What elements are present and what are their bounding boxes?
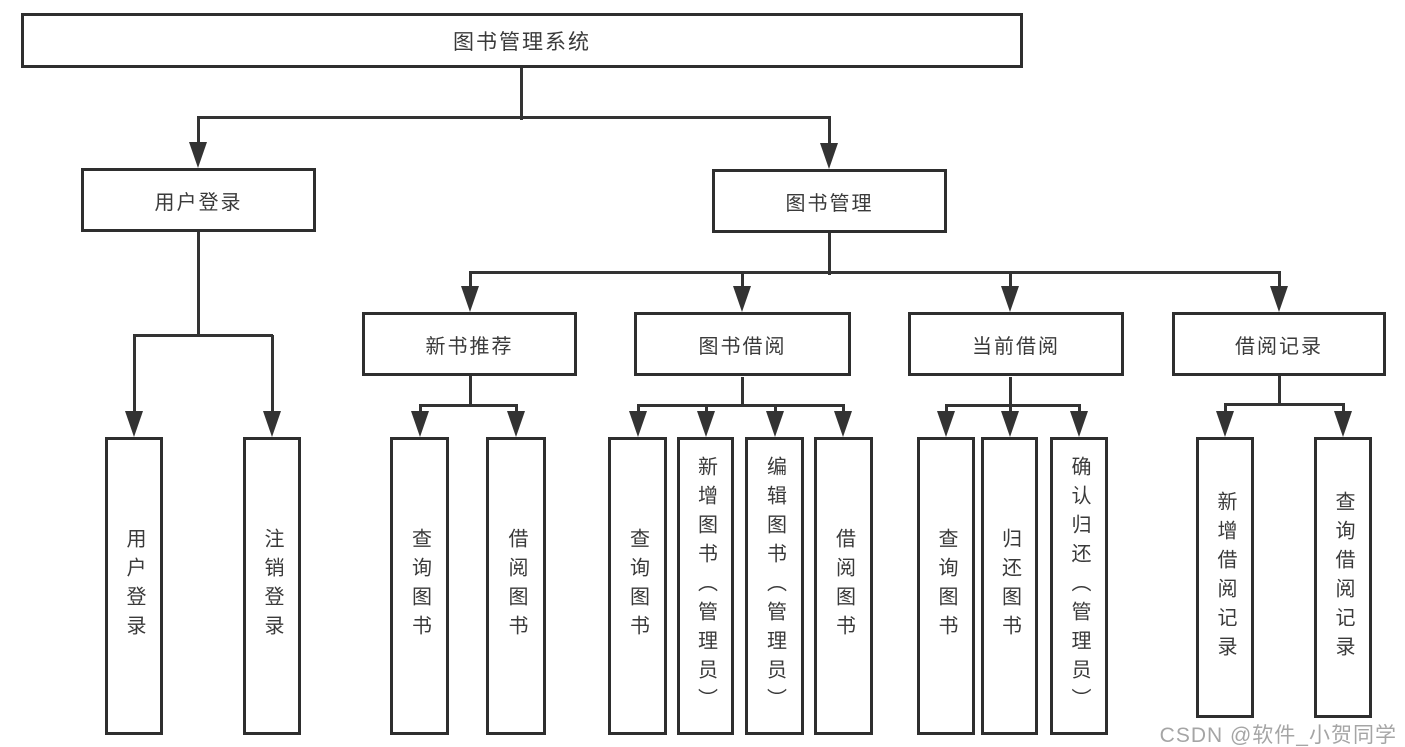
leaf-label: 新增图书（管理员） (694, 455, 717, 717)
connector-line (468, 376, 472, 407)
node-new-book-recommend: 新书推荐 (362, 312, 577, 376)
arrow-down-icon (1001, 286, 1019, 312)
leaf-query-books-2: 查询图书 (608, 437, 667, 735)
node-label: 图书管理 (785, 192, 874, 215)
arrow-down-icon (507, 411, 525, 437)
connector-line (773, 405, 777, 415)
leaf-label: 查询图书 (626, 528, 649, 644)
arrow-down-icon (834, 411, 852, 437)
leaf-logout: 注销登录 (243, 437, 301, 735)
connector-line (740, 377, 744, 407)
connector-line (1008, 405, 1012, 415)
leaf-query-borrow-record: 查询借阅记录 (1314, 437, 1372, 718)
connector-line (944, 405, 948, 415)
node-user-login: 用户登录 (81, 168, 316, 232)
connector-line (469, 270, 1281, 274)
node-label: 图书管理系统 (453, 30, 591, 54)
arrow-down-icon (1001, 411, 1019, 437)
arrow-down-icon (937, 411, 955, 437)
node-book-borrow: 图书借阅 (634, 312, 851, 376)
leaf-label: 查询图书 (935, 528, 957, 644)
leaf-label: 归还图书 (998, 528, 1021, 644)
connector-line (514, 405, 518, 415)
leaf-label: 用户登录 (123, 528, 145, 644)
connector-line (196, 232, 200, 337)
leaf-label: 查询借阅记录 (1332, 490, 1354, 665)
connector-line (519, 68, 523, 120)
leaf-query-books-3: 查询图书 (917, 437, 975, 735)
connector-line (637, 403, 845, 407)
leaf-borrow-books-1: 借阅图书 (486, 437, 546, 735)
arrow-down-icon (125, 411, 143, 437)
node-label: 当前借阅 (972, 335, 1060, 358)
connector-line (418, 405, 422, 415)
arrow-down-icon (189, 142, 207, 168)
connector-line (704, 405, 708, 415)
leaf-label: 新增借阅记录 (1214, 490, 1236, 665)
node-label: 用户登录 (154, 191, 243, 214)
leaf-add-borrow-record: 新增借阅记录 (1196, 437, 1254, 718)
leaf-label: 编辑图书（管理员） (763, 455, 786, 717)
connector-line (827, 117, 831, 147)
arrow-down-icon (697, 411, 715, 437)
node-label: 借阅记录 (1235, 335, 1323, 358)
connector-line (1224, 402, 1345, 406)
arrow-down-icon (1270, 286, 1288, 312)
arrow-down-icon (461, 286, 479, 312)
leaf-label: 注销登录 (261, 528, 283, 644)
connector-line (740, 272, 744, 290)
connector-line (133, 333, 273, 337)
node-label: 图书借阅 (698, 335, 787, 358)
leaf-edit-book-admin: 编辑图书（管理员） (745, 437, 804, 735)
leaf-confirm-return-admin: 确认归还（管理员） (1050, 437, 1108, 735)
node-library-system: 图书管理系统 (21, 13, 1023, 68)
connector-line (1277, 272, 1281, 290)
connector-line (1008, 272, 1012, 290)
connector-line (1277, 376, 1281, 406)
connector-line (827, 233, 831, 275)
arrow-down-icon (263, 411, 281, 437)
connector-line (197, 115, 831, 119)
node-label: 新书推荐 (425, 335, 514, 358)
connector-line (419, 403, 518, 407)
leaf-add-book-admin: 新增图书（管理员） (677, 437, 734, 735)
connector-line (945, 403, 1081, 407)
connector-line (636, 405, 640, 415)
connector-line (1341, 404, 1345, 415)
arrow-down-icon (1334, 411, 1352, 437)
connector-line (196, 117, 200, 146)
node-borrow-records: 借阅记录 (1172, 312, 1386, 376)
arrow-down-icon (820, 143, 838, 169)
arrow-down-icon (1070, 411, 1088, 437)
connector-line (270, 335, 274, 415)
leaf-query-books-1: 查询图书 (390, 437, 449, 735)
connector-line (468, 272, 472, 290)
leaf-label: 确认归还（管理员） (1068, 455, 1090, 717)
leaf-borrow-books-2: 借阅图书 (814, 437, 873, 735)
arrow-down-icon (411, 411, 429, 437)
node-book-management: 图书管理 (712, 169, 947, 233)
node-current-borrow: 当前借阅 (908, 312, 1124, 376)
arrow-down-icon (1216, 411, 1234, 437)
leaf-label: 查询图书 (408, 528, 431, 644)
leaf-label: 借阅图书 (505, 528, 527, 644)
leaf-user-login: 用户登录 (105, 437, 163, 735)
csdn-watermark: CSDN @软件_小贺同学 (1159, 724, 1397, 747)
leaf-return-book: 归还图书 (981, 437, 1038, 735)
arrow-down-icon (766, 411, 784, 437)
arrow-down-icon (733, 286, 751, 312)
connector-line (1008, 377, 1012, 407)
connector-line (1077, 405, 1081, 415)
arrow-down-icon (629, 411, 647, 437)
connector-line (132, 335, 136, 415)
leaf-label: 借阅图书 (832, 528, 855, 644)
connector-line (1223, 404, 1227, 415)
connector-line (841, 405, 845, 415)
